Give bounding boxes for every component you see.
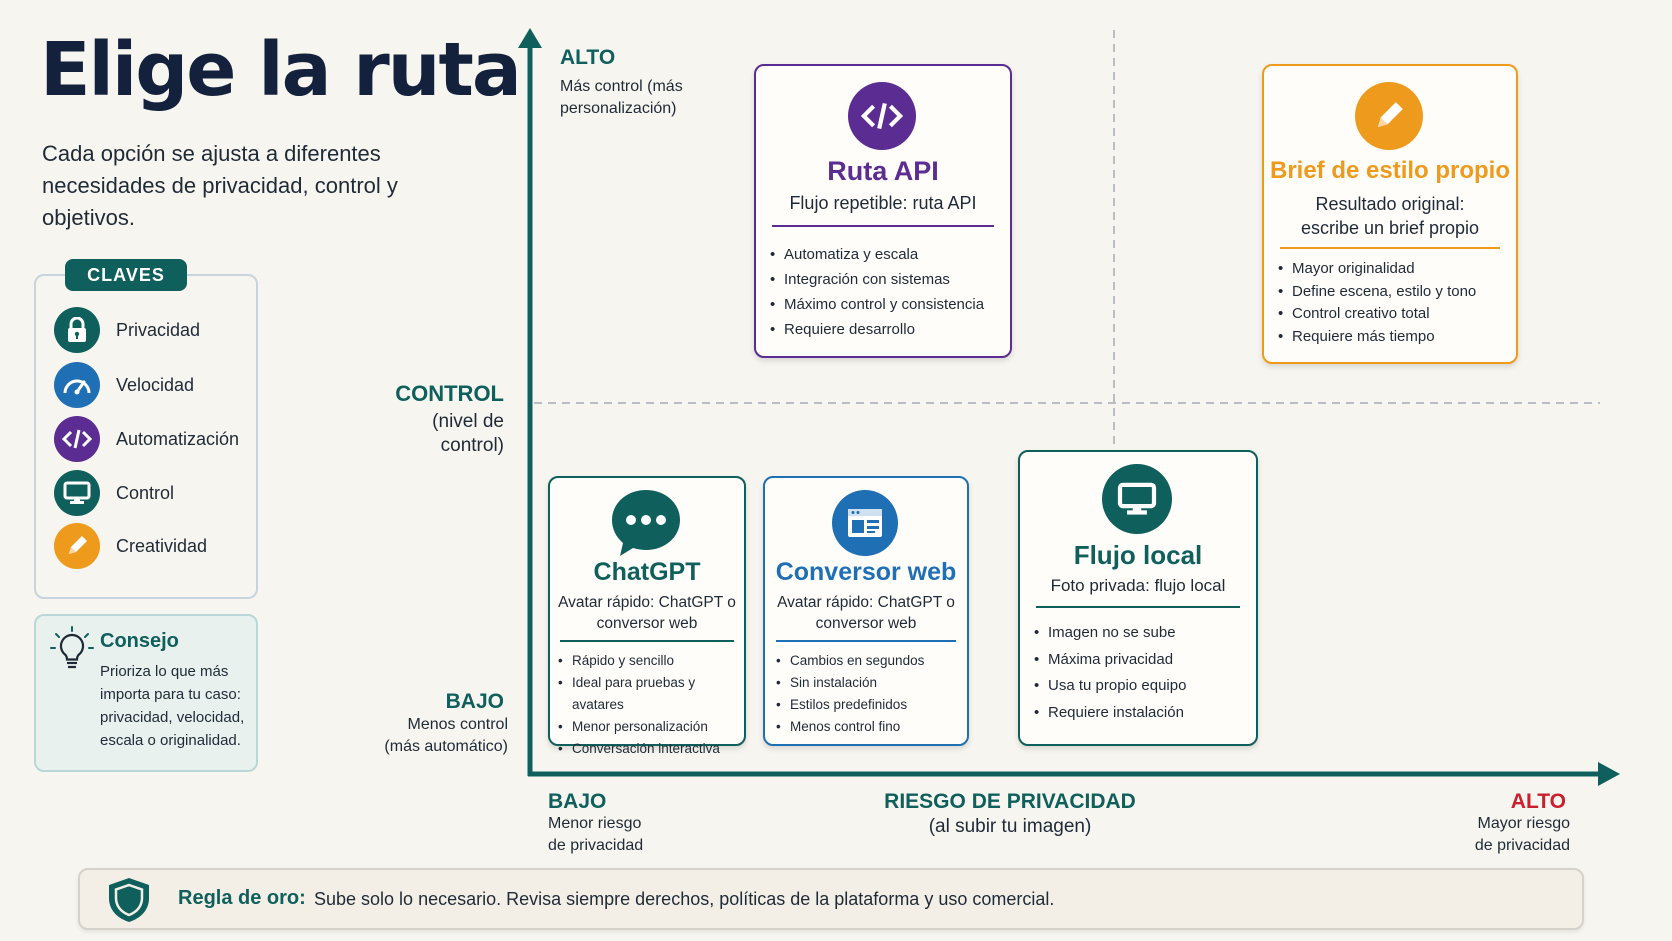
y-axis-title: CONTROL [395, 381, 504, 406]
code-icon [54, 416, 100, 462]
pencil-icon [54, 523, 100, 569]
key-label: Velocidad [116, 374, 195, 395]
bullet-item: Menos control fino [776, 716, 966, 738]
y-axis-arrow [518, 28, 542, 48]
card-subtitle: Flujo repetible: ruta API [789, 193, 977, 213]
key-item-automation: Automatización [54, 415, 239, 463]
y-axis-low-label: BAJO [445, 690, 504, 713]
bullet-item: Menor personalización [558, 716, 744, 738]
key-label: Privacidad [116, 319, 201, 340]
page-subtitle: Cada opción se ajusta a diferentes neces… [42, 141, 398, 230]
keys-badge: CLAVES [65, 259, 187, 291]
card-bullets: Cambios en segundos Sin instalación Esti… [776, 650, 966, 738]
key-label: Control [116, 482, 175, 503]
monitor-icon [1102, 464, 1172, 534]
bullet-item: Conversación interactiva [558, 738, 744, 760]
pencil-icon [1355, 82, 1423, 150]
card-title: Conversor web [775, 558, 957, 586]
bullet-item: Máxima privacidad [1034, 647, 1252, 674]
bullet-item: Mayor originalidad [1278, 258, 1512, 281]
page-title: Elige la ruta [40, 27, 522, 113]
x-axis-high-label: ALTO [1510, 790, 1566, 813]
card-divider [1280, 247, 1500, 249]
y-axis-subtitle: (nivel de control) [432, 411, 504, 456]
card-subtitle: Avatar rápido: ChatGPT o conversor web [558, 594, 736, 632]
tip-title: Consejo [100, 630, 179, 652]
card-title: Brief de estilo propio [1269, 157, 1511, 184]
x-axis-subtitle: (al subir tu imagen) [928, 816, 1092, 837]
bullet-item: Ideal para pruebas y avatares [558, 672, 744, 716]
card-title: Flujo local [1073, 540, 1203, 570]
bullet-item: Imagen no se sube [1034, 620, 1252, 647]
x-axis-title: RIESGO DE PRIVACIDAD [884, 790, 1136, 813]
lock-icon [54, 307, 100, 353]
key-item-privacy: Privacidad [54, 306, 200, 354]
bullet-item: Automatiza y escala [770, 242, 1006, 267]
bullet-item: Estilos predefinidos [776, 694, 966, 716]
speedometer-icon [54, 362, 100, 408]
code-icon [848, 82, 916, 150]
y-axis-low-desc: Menos control (más automático) [384, 716, 508, 755]
x-axis-low-desc: Menor riesgo de privacidad [548, 815, 644, 854]
bullet-item: Requiere instalación [1034, 700, 1252, 727]
tip-text: Prioriza lo que más importa para tu caso… [100, 663, 245, 749]
key-item-creativity: Creatividad [54, 522, 207, 570]
tip-panel [34, 614, 258, 772]
card-bullets: Mayor originalidad Define escena, estilo… [1278, 258, 1512, 348]
key-label: Automatización [116, 428, 240, 449]
monitor-icon [54, 470, 100, 516]
card-bullets: Rápido y sencillo Ideal para pruebas y a… [558, 650, 744, 760]
card-bullets: Automatiza y escala Integración con sist… [770, 242, 1006, 342]
key-item-speed: Velocidad [54, 361, 194, 409]
card-subtitle: Foto privada: flujo local [1050, 576, 1226, 595]
bullet-item: Control creativo total [1278, 303, 1512, 326]
card-divider [772, 225, 994, 227]
card-bullets: Imagen no se sube Máxima privacidad Usa … [1034, 620, 1252, 726]
y-axis-high-desc: Más control (más personalización) [560, 78, 683, 117]
chat-bubble-icon [610, 488, 682, 563]
bullet-item: Define escena, estilo y tono [1278, 281, 1512, 304]
card-title: ChatGPT [593, 558, 701, 586]
shield-icon [106, 876, 152, 929]
bullet-item: Rápido y sencillo [558, 650, 744, 672]
x-axis-high-desc: Mayor riesgo de privacidad [1474, 815, 1570, 854]
bullet-item: Requiere desarrollo [770, 317, 1006, 342]
bullet-item: Máximo control y consistencia [770, 292, 1006, 317]
key-item-control: Control [54, 469, 174, 517]
card-divider [560, 640, 734, 642]
y-axis-high-label: ALTO [560, 46, 616, 69]
lightbulb-icon [50, 626, 94, 679]
x-axis-arrow [1598, 762, 1620, 786]
card-subtitle: Resultado original: escribe un brief pro… [1300, 194, 1480, 238]
bullet-item: Sin instalación [776, 672, 966, 694]
card-divider [1036, 606, 1240, 608]
golden-rule-text: Sube solo lo necesario. Revisa siempre d… [314, 889, 1055, 909]
golden-rule-label: Regla de oro: [178, 887, 306, 909]
card-divider [776, 640, 956, 642]
bullet-item: Integración con sistemas [770, 267, 1006, 292]
bullet-item: Requiere más tiempo [1278, 326, 1512, 349]
card-subtitle: Avatar rápido: ChatGPT o conversor web [777, 594, 955, 632]
bullet-item: Usa tu propio equipo [1034, 673, 1252, 700]
bullet-item: Cambios en segundos [776, 650, 966, 672]
card-title: Ruta API [827, 156, 939, 186]
key-label: Creatividad [116, 535, 208, 556]
golden-rule-bar [78, 868, 1584, 930]
browser-window-icon [832, 490, 898, 556]
x-axis-low-label: BAJO [548, 790, 607, 813]
